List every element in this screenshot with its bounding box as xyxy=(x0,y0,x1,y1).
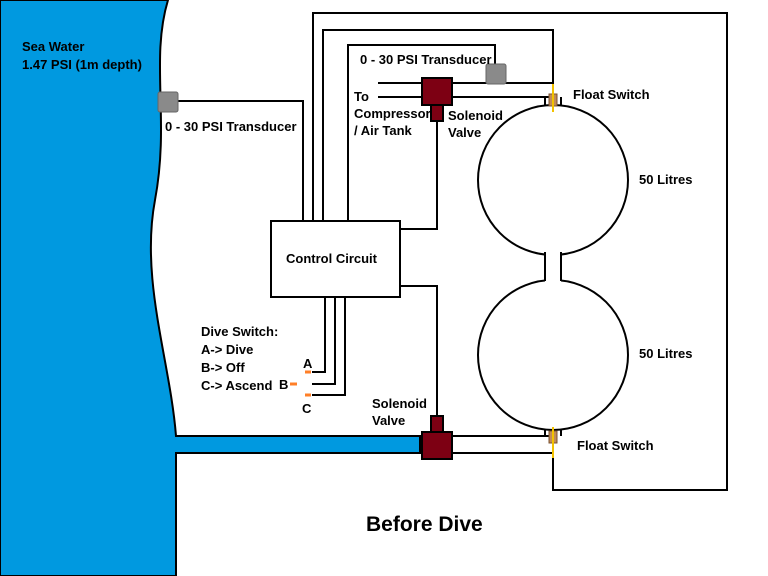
solenoid-top-valve-label: Valve xyxy=(448,125,481,140)
dive-switch-option-a: A-> Dive xyxy=(201,342,253,357)
control-circuit-box xyxy=(270,220,401,298)
solenoid-bottom-valve-label: Valve xyxy=(372,413,405,428)
to-label: To xyxy=(354,89,369,104)
tank-top xyxy=(477,104,629,256)
diagram-caption: Before Dive xyxy=(366,513,483,536)
dive-switch-option-b: B-> Off xyxy=(201,360,245,375)
tank-top-label: 50 Litres xyxy=(639,172,692,187)
tank-bottom xyxy=(477,279,629,431)
switch-label-c: C xyxy=(302,401,312,416)
transducer-top-label: 0 - 30 PSI Transducer xyxy=(360,52,492,67)
switch-label-b: B xyxy=(279,377,288,392)
tanks xyxy=(477,104,629,431)
wiring xyxy=(178,12,728,491)
air-tank-label: / Air Tank xyxy=(354,123,413,138)
float-switch-top-label: Float Switch xyxy=(573,87,650,102)
dive-switch-contacts xyxy=(290,370,311,397)
float-switch-bottom-label: Float Switch xyxy=(577,438,654,453)
transducer-top-icon xyxy=(485,63,507,85)
dive-switch-title: Dive Switch: xyxy=(201,324,278,339)
tank-bottom-label: 50 Litres xyxy=(639,346,692,361)
transducer-left-icon xyxy=(157,91,179,113)
control-circuit-label: Control Circuit xyxy=(286,251,378,266)
sea-water-pressure-label: 1.47 PSI (1m depth) xyxy=(22,57,142,72)
solenoid-valve-top xyxy=(421,77,453,122)
sea-water-label: Sea Water xyxy=(22,39,84,54)
dive-switch-option-c: C-> Ascend xyxy=(201,378,272,393)
transducer-left-label: 0 - 30 PSI Transducer xyxy=(165,119,297,134)
switch-label-a: A xyxy=(303,356,313,371)
solenoid-top-label: Solenoid xyxy=(448,108,503,123)
compressor-label: Compressor xyxy=(354,106,431,121)
solenoid-valve-bottom xyxy=(421,415,453,460)
sea-water-region xyxy=(0,0,421,576)
float-switches xyxy=(548,84,558,458)
solenoid-bottom-label: Solenoid xyxy=(372,396,427,411)
